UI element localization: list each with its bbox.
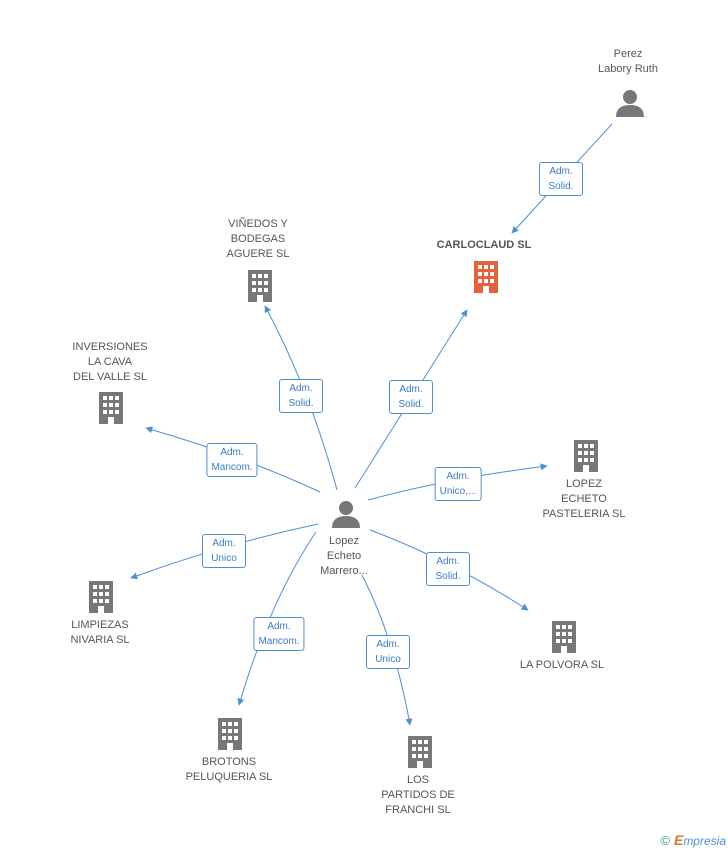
node-label-center[interactable]: Lopez Echeto Marrero...	[320, 535, 368, 577]
edge-label-center-limpiezas: Adm. Unico	[202, 534, 246, 568]
edge-label-center-pasteleria: Adm. Unico,...	[434, 467, 482, 501]
building-icon-inversiones[interactable]	[99, 392, 123, 424]
node-label-polvora[interactable]: LA POLVORA SL	[519, 659, 605, 671]
copyright-icon: ©	[660, 833, 670, 848]
edge-label-center-vinedos: Adm. Solid.	[279, 379, 323, 413]
person-icon-center[interactable]	[332, 501, 360, 528]
node-label-partidos[interactable]: LOS PARTIDOS DE FRANCHI SL	[381, 774, 455, 816]
building-icon-partidos[interactable]	[408, 736, 432, 768]
node-label-limpiezas[interactable]: LIMPIEZAS NIVARIA SL	[70, 619, 130, 646]
building-icon-carloclaud[interactable]	[474, 261, 498, 293]
edge-label-center-polvora: Adm. Solid.	[426, 552, 470, 586]
person-icon-perez[interactable]	[616, 90, 644, 117]
edge-label-center-partidos: Adm. Unico	[366, 635, 410, 669]
node-label-inversiones[interactable]: INVERSIONES LA CAVA DEL VALLE SL	[72, 341, 148, 383]
brand-logo-text: mpresia	[683, 834, 726, 848]
brand-logo-letter: E	[673, 832, 684, 848]
building-icon-brotons[interactable]	[218, 718, 242, 750]
node-label-pasteleria[interactable]: LOPEZ ECHETO PASTELERIA SL	[542, 478, 626, 520]
footer-brand: ©Empresia	[660, 832, 726, 848]
node-label-carloclaud[interactable]: CARLOCLAUD SL	[436, 239, 532, 251]
building-icon-vinedos[interactable]	[248, 270, 272, 302]
edge-label-center-brotons: Adm. Mancom.	[253, 617, 305, 651]
edge-label-center-carloclaud: Adm. Solid.	[389, 380, 433, 414]
node-label-perez[interactable]: Perez Labory Ruth	[598, 48, 658, 75]
node-label-vinedos[interactable]: VIÑEDOS Y BODEGAS AGUERE SL	[226, 218, 290, 260]
edge-label-center-inversiones: Adm. Mancom.	[206, 443, 258, 477]
edge-center-brotons	[237, 531, 317, 706]
building-icon-pasteleria[interactable]	[574, 440, 598, 472]
building-icon-limpiezas[interactable]	[89, 581, 113, 613]
building-icon-polvora[interactable]	[552, 621, 576, 653]
node-label-brotons[interactable]: BROTONS PELUQUERIA SL	[185, 756, 273, 783]
edge-label-perez-carloclaud: Adm. Solid.	[539, 162, 583, 196]
